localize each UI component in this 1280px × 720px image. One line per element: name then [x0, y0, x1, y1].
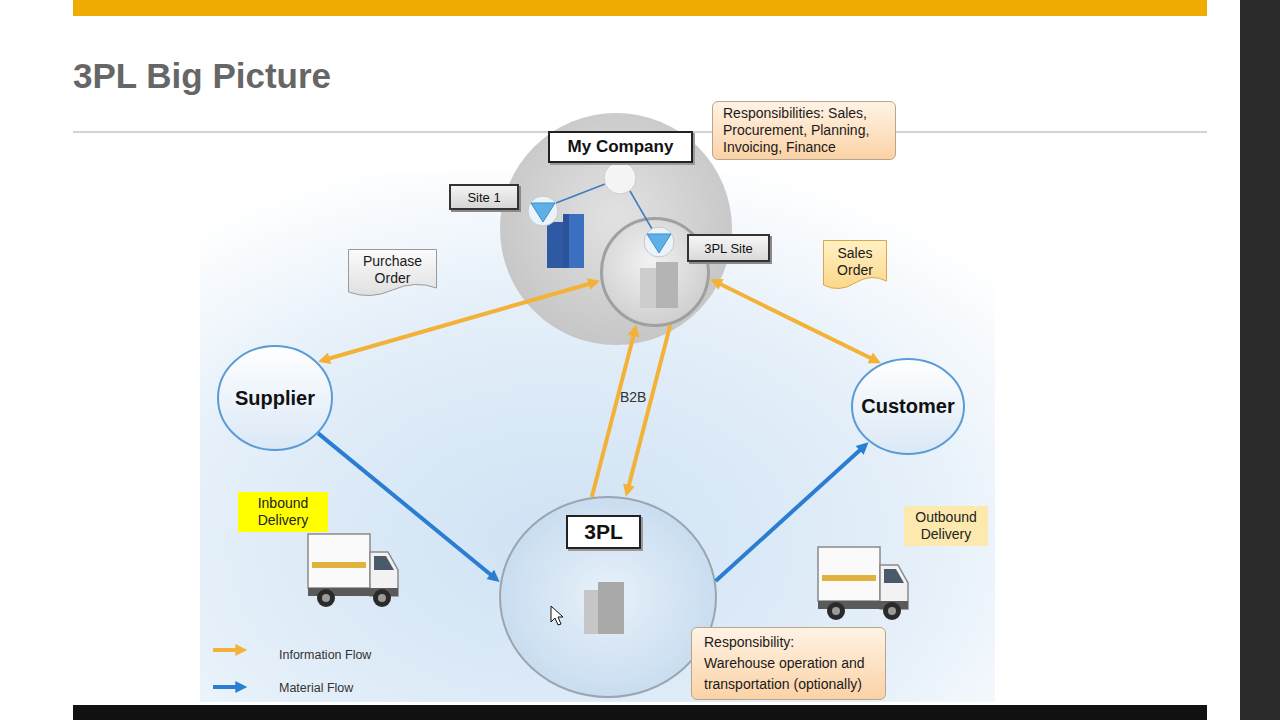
partner-label: Supplier — [235, 387, 315, 410]
information-flow-arrow — [322, 282, 596, 360]
legend-label: Information Flow — [279, 648, 371, 662]
truck-illustration — [308, 534, 398, 607]
site-circle: 3PL Site — [600, 217, 710, 327]
building-icon — [598, 582, 624, 634]
truck-hub — [888, 607, 896, 615]
delivery-label-box: Outbound Delivery — [904, 506, 988, 546]
responsibility-note: Responsibilities: Sales, Procurement, Pl… — [712, 101, 896, 160]
footer-bar — [73, 705, 1207, 720]
truck-wheel — [317, 589, 335, 607]
truck-stripe — [822, 575, 876, 581]
truck-hub — [322, 594, 330, 602]
storage-triangle — [647, 234, 671, 253]
document-label: Sales Order — [823, 245, 887, 285]
partner-circle-shape — [852, 359, 964, 454]
truck-stripe — [312, 562, 366, 568]
warehouse-label: 3PL — [566, 515, 641, 549]
site-box: Site 1 — [449, 184, 519, 210]
window-edge — [1240, 0, 1280, 720]
truck-hub — [378, 594, 386, 602]
document-label: Purchase Order — [348, 253, 437, 293]
truck-window — [374, 556, 394, 570]
delivery-label: Inbound Delivery — [238, 495, 328, 529]
material-flow-arrow — [318, 433, 496, 579]
information-flow-arrow — [592, 329, 636, 497]
mouse-cursor — [551, 606, 563, 625]
partner-circle: Supplier — [217, 345, 333, 451]
partner-label: Customer — [861, 395, 954, 418]
site-label: Site 1 — [467, 190, 500, 205]
storage-triangle — [531, 203, 555, 222]
delivery-label-box: Inbound Delivery — [238, 492, 328, 532]
building-icon — [584, 590, 601, 634]
truck-chassis — [818, 601, 908, 609]
truck-cab — [880, 565, 908, 609]
building-icon — [547, 222, 564, 268]
document-shape: Sales Order — [823, 240, 887, 290]
storage-symbol-bg — [528, 196, 558, 226]
note-text: Responsibility: Warehouse operation and … — [704, 632, 867, 695]
truck-body — [308, 534, 370, 588]
truck-chassis — [308, 588, 398, 596]
company-circle: My CompanySite 13PL Site — [500, 113, 732, 345]
warehouse-circle: 3PL — [499, 496, 717, 698]
edge-label: B2B — [620, 389, 646, 405]
truck-window — [884, 569, 904, 583]
information-flow-arrow — [627, 325, 670, 493]
company-circle-shape — [500, 113, 732, 345]
building-icon — [640, 268, 658, 308]
partner-circle-shape — [218, 346, 332, 450]
document-shape-shape — [349, 250, 437, 296]
legend-label: Material Flow — [279, 681, 353, 695]
storage-symbol-bg — [644, 227, 674, 257]
truck-wheel — [373, 589, 391, 607]
truck-wheel — [883, 602, 901, 620]
truck-wheel — [827, 602, 845, 620]
document-shape-shape — [824, 241, 887, 289]
building-icon — [563, 214, 569, 268]
note-text: Responsibilities: Sales, Procurement, Pl… — [723, 105, 885, 156]
partner-circle: Customer — [851, 358, 965, 455]
company-label: My Company — [548, 131, 693, 163]
truck-illustration — [818, 547, 908, 620]
material-flow-arrow — [716, 445, 866, 581]
warehouse-circle-shape — [500, 497, 716, 697]
header-bar — [73, 0, 1207, 16]
responsibility-note: Responsibility: Warehouse operation and … — [691, 627, 886, 700]
building-icon — [563, 214, 584, 268]
site-label: 3PL Site — [687, 234, 770, 262]
truck-body — [818, 547, 880, 601]
legend-sample-line — [213, 685, 243, 689]
org-root-dot — [604, 162, 636, 194]
building-icon — [656, 262, 678, 308]
truck-hub — [832, 607, 840, 615]
truck-cab — [370, 552, 398, 596]
information-flow-arrow — [714, 281, 877, 361]
slide-title: 3PL Big Picture — [73, 58, 331, 93]
document-shape: Purchase Order — [348, 249, 437, 297]
org-link-line — [556, 184, 605, 203]
org-link-line — [630, 191, 652, 229]
delivery-label: Outbound Delivery — [904, 509, 988, 543]
legend-sample-line — [213, 648, 243, 652]
